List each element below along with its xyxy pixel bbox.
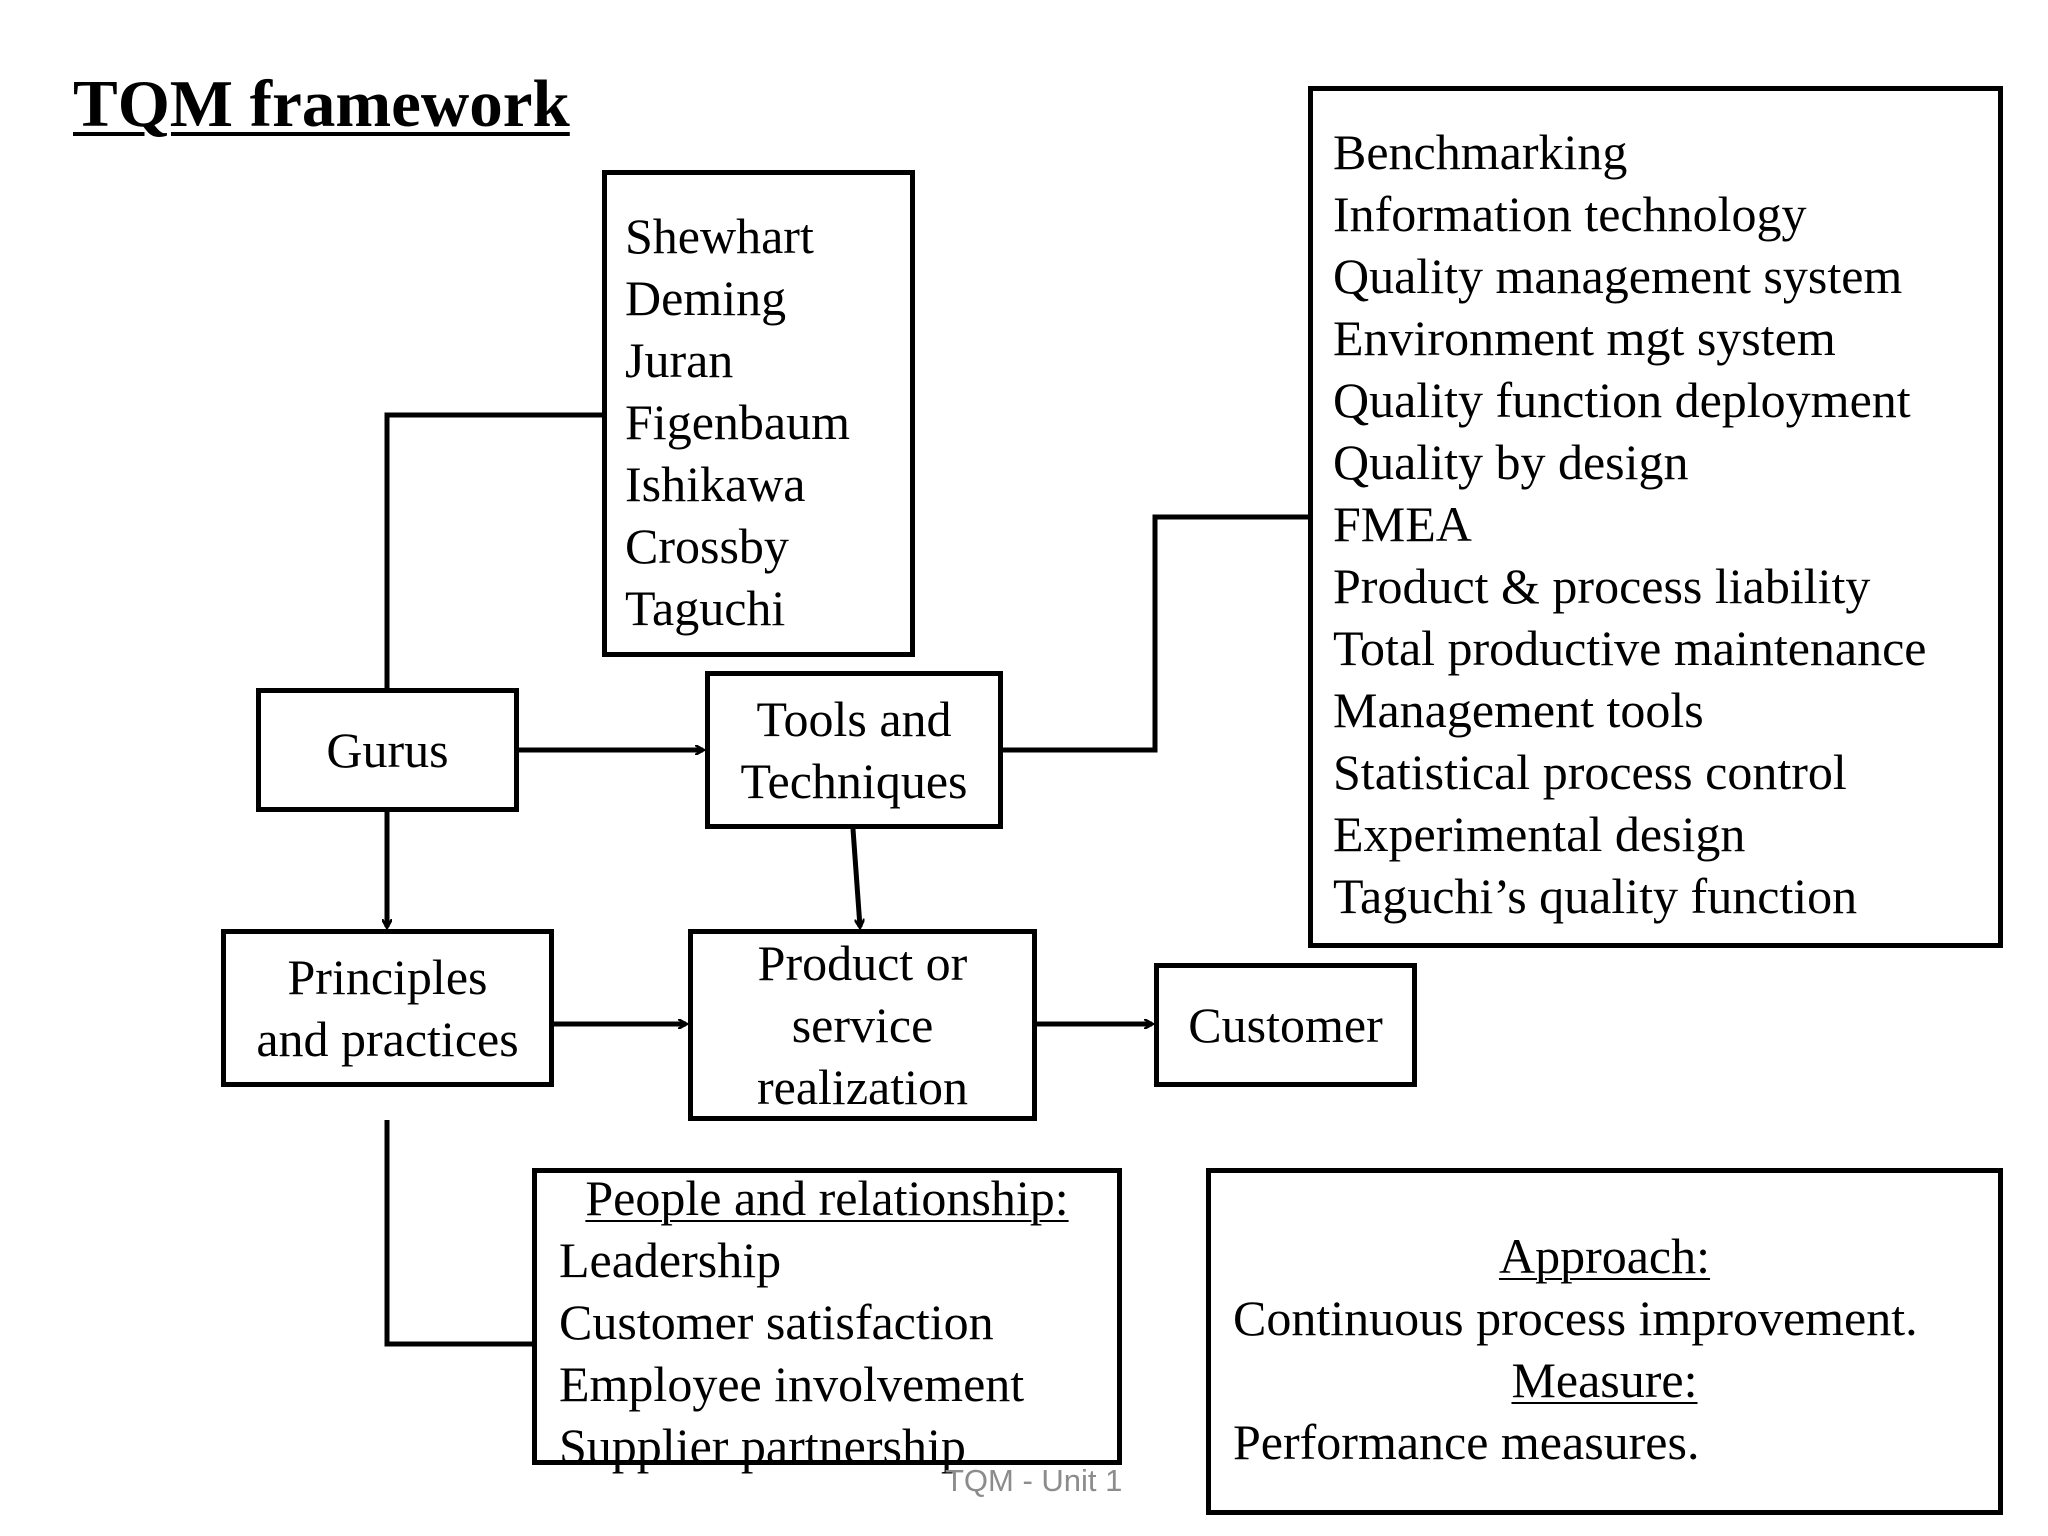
tools-label-line2: Techniques: [740, 753, 968, 809]
tools-techniques-node: Tools and Techniques: [705, 671, 1003, 829]
slide-footer: TQM - Unit 1: [945, 1463, 1123, 1498]
measure-text: Performance measures.: [1233, 1414, 1700, 1470]
approach-heading: Approach:: [1498, 1228, 1711, 1284]
tool-item: Quality by design: [1333, 434, 1689, 490]
tool-item: Taguchi’s quality function: [1333, 868, 1858, 924]
gurus-list-box: Shewhart Deming Juran Figenbaum Ishikawa…: [602, 170, 915, 657]
tool-item: Quality function deployment: [1333, 372, 1911, 428]
product-label-line1: Product or: [757, 935, 968, 991]
tool-item: Benchmarking: [1333, 124, 1628, 180]
principles-practices-node: Principles and practices: [221, 929, 554, 1087]
tool-item: Total productive maintenance: [1333, 620, 1927, 676]
tool-item: Environment mgt system: [1333, 310, 1836, 366]
connector-gurus-to-list: [384, 412, 604, 688]
guru-item: Ishikawa: [625, 456, 806, 512]
tools-label-line1: Tools and: [756, 691, 952, 747]
tool-item: Statistical process control: [1333, 744, 1847, 800]
tool-item: Management tools: [1333, 682, 1704, 738]
principles-label-line1: Principles: [287, 949, 488, 1005]
product-service-node: Product or service realization: [688, 929, 1037, 1121]
people-item: Supplier partnership: [559, 1418, 966, 1474]
connector-tools-to-list: [1001, 514, 1310, 753]
tool-item: Quality management system: [1333, 248, 1903, 304]
product-label-line3: realization: [757, 1059, 968, 1115]
customer-node: Customer: [1154, 963, 1417, 1087]
customer-label: Customer: [1188, 997, 1383, 1053]
guru-item: Taguchi: [625, 580, 786, 636]
connector-principles-to-people: [384, 1120, 534, 1347]
guru-item: Deming: [625, 270, 787, 326]
tools-list-box: Benchmarking Information technology Qual…: [1308, 86, 2003, 948]
guru-item: Shewhart: [625, 208, 814, 264]
product-label-line2: service: [791, 997, 934, 1053]
tool-item: Experimental design: [1333, 806, 1746, 862]
gurus-label: Gurus: [326, 722, 449, 778]
approach-measure-box: Approach: Continuous process improvement…: [1206, 1168, 2003, 1515]
gurus-node: Gurus: [256, 688, 519, 812]
arrow-tools-to-product: [850, 828, 860, 927]
people-heading: People and relationship:: [585, 1170, 1069, 1226]
principles-label-line2: and practices: [256, 1011, 519, 1067]
diagram-title: TQM framework: [73, 67, 570, 141]
tool-item: Information technology: [1333, 186, 1807, 242]
people-item: Leadership: [559, 1232, 782, 1288]
people-relationship-box: People and relationship: Leadership Cust…: [532, 1168, 1122, 1474]
approach-text: Continuous process improvement.: [1233, 1290, 1918, 1346]
guru-item: Figenbaum: [625, 394, 850, 450]
guru-item: Juran: [625, 332, 734, 388]
tool-item: Product & process liability: [1333, 558, 1871, 614]
tool-item: FMEA: [1333, 496, 1472, 552]
guru-item: Crossby: [625, 518, 789, 574]
people-item: Employee involvement: [559, 1356, 1025, 1412]
measure-heading: Measure:: [1511, 1352, 1698, 1408]
people-item: Customer satisfaction: [559, 1294, 994, 1350]
